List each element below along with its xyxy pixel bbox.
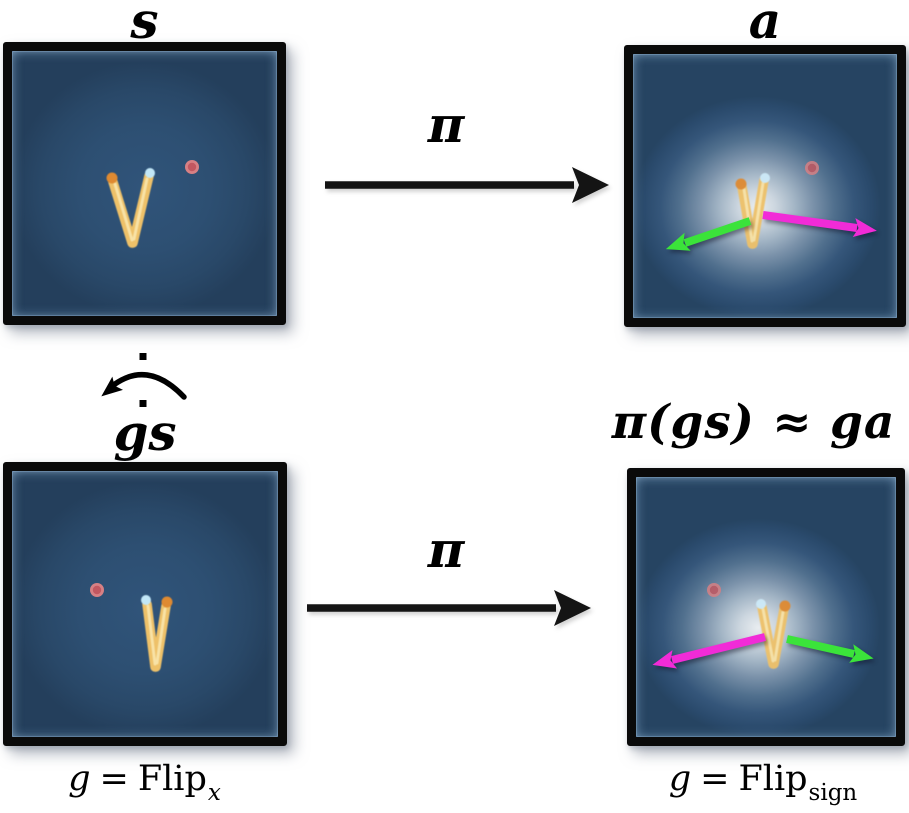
- arm-tip-cyan: [145, 168, 155, 178]
- reacher-arm: [106, 168, 155, 248]
- arm-tip-cyan: [760, 173, 770, 183]
- caption-subscript: x: [207, 780, 221, 806]
- policy-arrow-top: [325, 167, 609, 203]
- action-label: a: [748, 0, 782, 50]
- action-arrows: [652, 633, 874, 669]
- transformed-state-panel: [3, 462, 287, 746]
- target-dot: [185, 160, 199, 174]
- transformed-action-scene: [652, 583, 874, 669]
- caption-subscript: sign: [808, 780, 858, 806]
- policy-label-top: π: [427, 95, 465, 154]
- caption-var: g: [668, 759, 692, 799]
- action-arrows: [665, 211, 877, 251]
- left-group-caption: g=Flipx: [3, 759, 286, 805]
- magenta-action-arrow: [671, 633, 766, 664]
- transformed-state-scene: [90, 583, 173, 672]
- arm-tip-cyan: [141, 595, 151, 605]
- arm-tip-cyan: [756, 599, 766, 609]
- action-panel: [624, 45, 906, 327]
- action-scene: [665, 161, 877, 251]
- green-action-arrow: [683, 217, 752, 247]
- flip-arrowhead: [101, 376, 124, 397]
- caption-equals: =: [99, 759, 129, 799]
- transformed-state-label: gs: [113, 403, 177, 462]
- reacher-arm-mirrored: [141, 595, 173, 672]
- green-arrowhead: [849, 644, 874, 663]
- arm-tip-orange: [161, 596, 173, 608]
- green-arrowhead: [665, 232, 691, 251]
- magenta-arrowhead: [852, 218, 877, 237]
- right-group-caption: g=Flipsign: [617, 759, 909, 805]
- target-dot: [90, 583, 104, 597]
- flip-transform-arrow: [101, 353, 187, 415]
- flip-arrow-curve: [108, 371, 187, 400]
- policy-arrow-bottom: [307, 590, 591, 626]
- target-dot: [805, 161, 819, 175]
- equivariance-equation-label: π(gs) ≈ ga: [611, 395, 896, 450]
- arm-tip-orange: [779, 600, 791, 612]
- state-panel: [3, 42, 286, 325]
- policy-label-bottom: π: [427, 520, 465, 579]
- arm-tip-orange: [735, 178, 747, 190]
- state-scene: [106, 160, 199, 248]
- reacher-arm-mirrored: [756, 599, 791, 669]
- magenta-action-arrow: [762, 211, 858, 232]
- state-label: s: [130, 0, 159, 50]
- green-action-arrow: [786, 635, 855, 658]
- caption-func: Flip: [137, 759, 207, 799]
- caption-var: g: [68, 759, 91, 799]
- magenta-arrowhead: [652, 650, 678, 669]
- arm-tip-orange: [106, 172, 118, 184]
- caption-equals: =: [700, 759, 730, 799]
- target-dot: [707, 583, 721, 597]
- caption-func: Flip: [738, 759, 808, 799]
- reacher-arm: [735, 173, 770, 249]
- transformed-action-panel: [627, 468, 905, 746]
